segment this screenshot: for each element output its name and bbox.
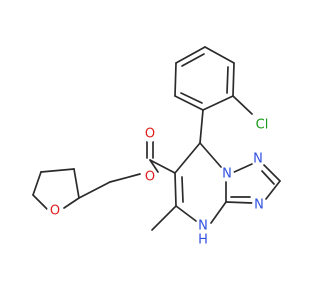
atom-nh-h-label: H <box>198 233 208 248</box>
bond-c6-c5-inner <box>181 176 184 203</box>
bond-benz-6-1 <box>174 95 204 111</box>
bond-n1-c2-inner <box>261 170 275 185</box>
bond-thf-c3-c4 <box>32 171 42 196</box>
bond-benz-inner-a <box>226 66 229 94</box>
atom-n-triazole-top: N <box>251 152 265 167</box>
bond-c5-methyl <box>151 205 177 231</box>
molecule-structure-diagram: O O O Cl N N N N H <box>32 46 281 248</box>
bond-thf-c4-c1 <box>40 168 75 173</box>
atom-n-bridge-label: N <box>222 167 232 182</box>
bond-benz-inner-c <box>180 92 203 104</box>
atom-o-carbonyl: O <box>142 126 158 142</box>
bond-benz-inner-b <box>181 53 205 67</box>
bond-ch2-oester <box>109 173 141 183</box>
bond-nbridge-c7 <box>199 142 222 168</box>
atom-nh: N H <box>196 219 210 248</box>
atom-o-thf: O <box>47 203 63 219</box>
atom-nh-label: N <box>198 219 208 234</box>
atom-n-triazole-top-label: N <box>253 152 263 167</box>
atom-cl: Cl <box>252 114 272 134</box>
atom-n-bridge: N <box>220 167 234 182</box>
bond-benz-5-6 <box>174 62 177 97</box>
bond-thf-o-c3 <box>32 194 50 212</box>
bond-thf-ch2 <box>78 181 111 199</box>
bond-thf-c2-o <box>63 197 80 209</box>
bonds <box>32 46 281 231</box>
bond-nh-c3a <box>210 201 227 224</box>
atom-o-ester: O <box>142 168 158 185</box>
atom-labels: O O O Cl N N N N H <box>47 114 272 248</box>
bond-c7-aryl <box>199 109 204 144</box>
bond-c6-c5 <box>174 172 177 207</box>
bond-oester-ccarbonyl <box>149 159 159 173</box>
bond-benz-cl <box>232 95 253 115</box>
bond-benz-2-3 <box>232 62 235 97</box>
atom-o-ester-label: O <box>145 170 155 185</box>
bond-benz-4-5 <box>175 46 206 64</box>
atom-cl-label: Cl <box>256 118 269 133</box>
atom-n-triazole-right-label: N <box>254 198 264 213</box>
atom-n-triazole-right: N <box>252 198 266 213</box>
atom-o-thf-label: O <box>50 204 60 219</box>
bond-c7-c6 <box>174 142 201 174</box>
bond-n1-c2 <box>263 164 281 182</box>
bond-benz-1-2 <box>202 95 234 111</box>
bond-benz-3-4 <box>204 46 235 64</box>
bond-c5-nh <box>175 205 197 222</box>
bond-nbridge-n1 <box>231 163 253 174</box>
bond-ccarbonyl-c6 <box>149 159 176 174</box>
atom-o-carbonyl-label: O <box>145 127 155 142</box>
bond-c2-n3 <box>265 180 281 200</box>
bond-n3-c3a <box>225 201 253 204</box>
bond-thf-c1-c2 <box>73 168 80 199</box>
